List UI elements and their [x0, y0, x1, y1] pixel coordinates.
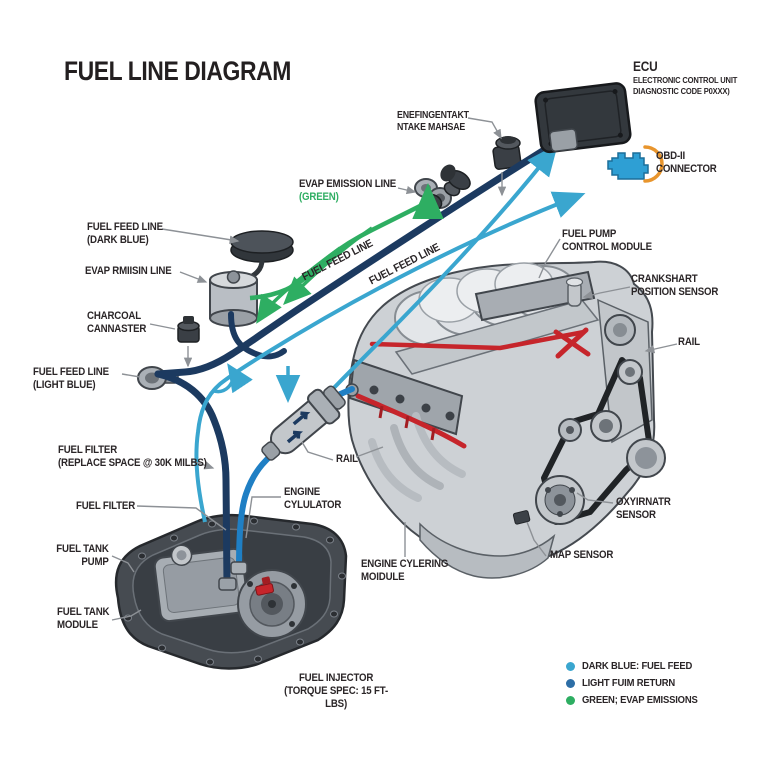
fuel-tank-pump-label: FUEL TANK PUMP: [56, 543, 109, 569]
legend-item-evap: GREEN; EVAP EMISSIONS: [566, 694, 710, 706]
fuel-pump-module-label: FUEL PUMP CONTROL MODULE: [562, 228, 652, 254]
map-sensor-label: MAP SENSOR: [550, 549, 614, 561]
obd-connector-label: OBD-II CONNECTOR: [656, 150, 717, 176]
legend-item-fuel-feed: DARK BLUE: FUEL FEED: [566, 660, 704, 672]
intake-label: ENEFINGENTAKT NTAKE MAHSAE: [397, 110, 469, 133]
fuel-injector-label: FUEL INJECTOR (TORQUE SPEC: 15 FT-LBS): [284, 672, 389, 711]
page-title: FUEL LINE DIAGRAM: [64, 56, 291, 86]
ecu-title: ECU: [633, 59, 658, 74]
legend-dot-light-blue: [566, 678, 575, 688]
engine-cylering-label: ENGINE CYLERING MOIDULE: [361, 558, 449, 584]
fuel-filter-short-label: FUEL FILTER: [76, 500, 136, 512]
fuel-filter-long-label: FUEL FILTER (REPLACE SPACE @ 30K MILBS): [58, 444, 207, 470]
evap-emission-label: EVAP EMISSION LINE (GREEN): [299, 178, 397, 204]
rail-right-label: RAIL: [678, 336, 700, 348]
charcoal-canister: [209, 270, 258, 327]
fuel-rail-red: [355, 327, 591, 449]
feed-dark-label: FUEL FEED LINE (DARK BLUE): [87, 221, 163, 247]
rail-center-label: RAIL: [336, 453, 358, 465]
crankshaft-sensor-label: CRANKSHART POSITION SENSOR: [631, 273, 719, 299]
purge-valve: [177, 316, 200, 343]
leader-lines: [111, 117, 678, 621]
engine-cylulator-label: ENGINE CYLULATOR: [284, 486, 342, 512]
ecu-subtitle-2: DIAGNOSTIC CODE P0XXX): [633, 85, 730, 96]
ecu-subtitle-1: ELECTRONIC CONTROL UNIT: [633, 74, 738, 85]
inline-fuel-filter: [261, 385, 346, 461]
fuel-tank-illustration: [114, 514, 348, 670]
legend-dot-green: [566, 695, 575, 705]
map-style-sensor: [492, 136, 522, 170]
engine-illustration: [345, 260, 666, 579]
obd-connector-icon: [607, 145, 664, 183]
evap-rmisin-label: EVAP RMIISIN LINE: [85, 265, 172, 277]
legend-dot-dark-blue: [566, 661, 575, 671]
feed-light-label: FUEL FEED LINE (LIGHT BLUE): [33, 366, 109, 392]
fuel-tank-module-label: FUEL TANK MODULE: [57, 606, 110, 632]
legend-item-return: LIGHT FUIM RETURN: [566, 677, 685, 689]
charcoal-canister-label: CHARCOAL CANNASTER: [87, 310, 147, 336]
ecu-label: ECU ELECTRONIC CONTROL UNIT DIAGNOSTIC C…: [633, 59, 738, 96]
tank-fittings: [218, 561, 248, 591]
evap-green-tag: (GREEN): [299, 191, 339, 204]
ecu-module: [534, 82, 632, 154]
fuel-injector-part: [255, 576, 274, 596]
oxy-sensor-label: OXYIRNATR SENSOR: [616, 496, 671, 522]
